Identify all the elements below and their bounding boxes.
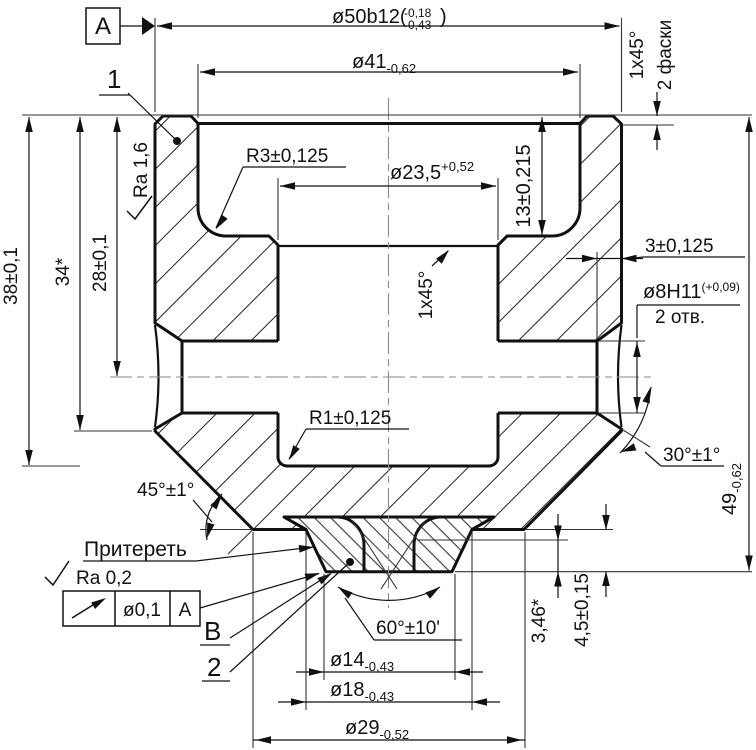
centerlines (110, 98, 656, 608)
roughness-icon (44, 560, 70, 587)
dim-ang30: 30°±1° (663, 445, 720, 466)
fcf-frame (62, 590, 201, 627)
dim-d50: ø50b12( (332, 6, 407, 28)
note-ra16: Ra 1,6 (131, 142, 152, 198)
dim-d14: ø14-0,43 (330, 649, 394, 674)
datum-a-label: A (95, 13, 111, 40)
dim-d50-tol-up: -0,18 (404, 6, 432, 20)
leader-lines (120, 25, 662, 673)
dim-h38: 38±0,1 (1, 247, 22, 305)
fcf-tolerance: ø0,1 (123, 600, 161, 621)
dim-d8-qty: 2 отв. (655, 307, 705, 328)
underlines (83, 94, 745, 682)
datum-a-triangle (142, 17, 155, 35)
extension-lines (22, 18, 752, 748)
note-ra02: Ra 0,2 (76, 568, 132, 589)
labels: ø50b12( -0,18 -0,43 ) ø41-0,62 ø23,5+0,5… (1, 6, 744, 742)
callout-2: 2 (207, 652, 221, 682)
dim-d18: ø18-0,43 (330, 679, 394, 704)
symbols (44, 7, 201, 627)
callout-1: 1 (107, 64, 121, 94)
dim-d50-close: ) (440, 6, 447, 28)
dim-h34: 34* (53, 257, 74, 286)
dimension-lines (28, 25, 750, 741)
dim-d29: ø29-0,52 (345, 717, 409, 742)
dim-wall3: 3±0,125 (645, 236, 714, 257)
dim-d41: ø41-0,62 (352, 51, 416, 76)
dim-h455: 4,5±0,15 (572, 573, 593, 647)
callout-2-dot (346, 558, 354, 566)
arrowheads (25, 17, 753, 744)
note-lap: Притереть (84, 538, 187, 561)
datum-a-box (85, 7, 121, 45)
dim-r3: R3±0,125 (246, 146, 328, 167)
view-b-label: B (204, 616, 221, 646)
dim-d8: ø8H11(+0,09) (643, 280, 740, 303)
dim-r1: R1±0,125 (309, 408, 391, 429)
callout-1-dot (173, 137, 181, 145)
dim-ang60: 60°±10' (376, 618, 440, 639)
dim-h28: 28±0,1 (90, 234, 111, 292)
dim-d235: ø23,5+0,52 (390, 159, 474, 184)
dim-chamfer-qty: 2 фаски (655, 20, 676, 90)
body-section (155, 116, 622, 530)
dim-depth13: 13±0,215 (513, 144, 535, 227)
dim-d50-tol-dn: -0,43 (404, 18, 432, 32)
roughness-icon (126, 195, 153, 221)
fcf-datum: A (179, 600, 192, 621)
dim-ang45: 45°±1° (137, 480, 194, 501)
dim-h49: 49-0,62 (719, 463, 744, 515)
dim-chamfer-bore: 1x45° (416, 271, 437, 320)
part-outline (153, 114, 623, 574)
dim-chamfer-top: 1x45° (627, 31, 648, 80)
dim-h346: 3,46* (529, 598, 550, 643)
